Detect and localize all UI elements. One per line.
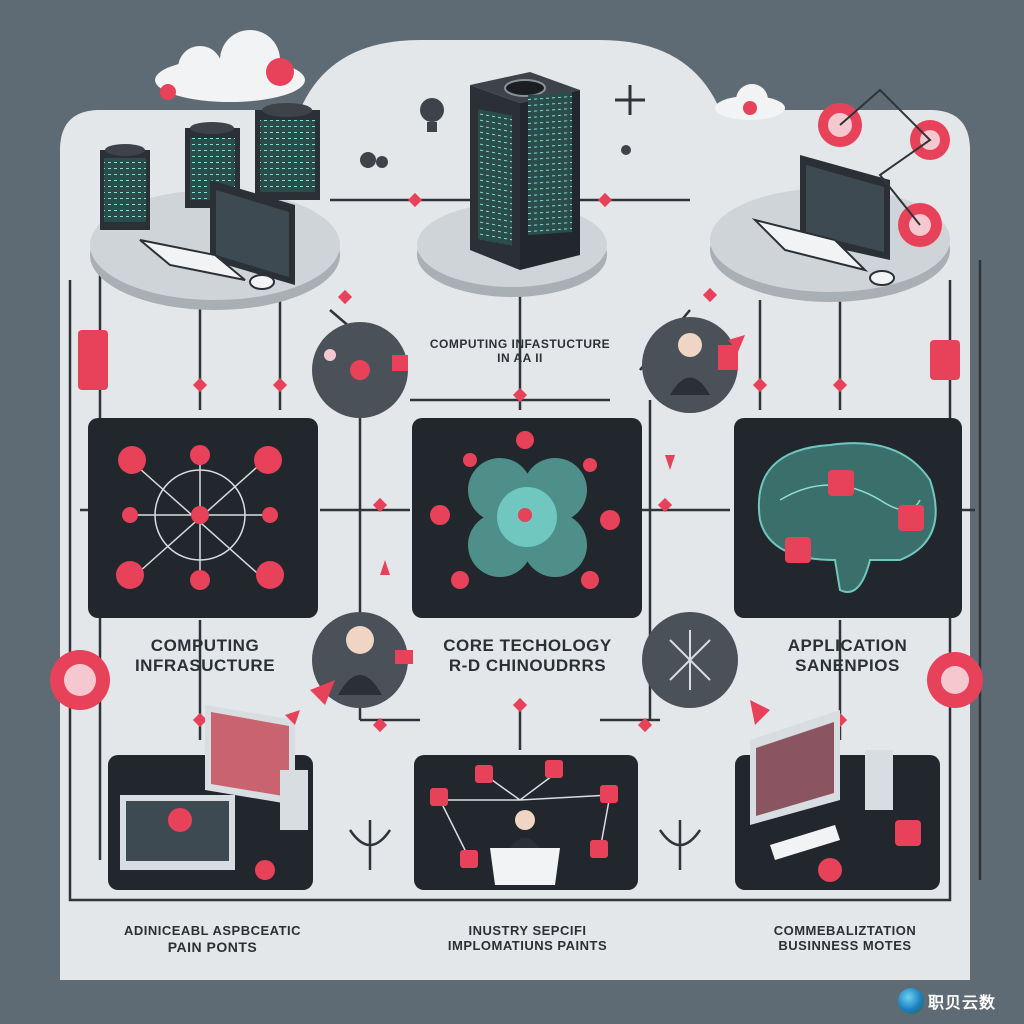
gear-icon bbox=[50, 330, 983, 710]
monitor-icon bbox=[800, 155, 890, 260]
watermark-text: 职贝云数 bbox=[928, 993, 997, 1012]
arrow-markers bbox=[285, 335, 770, 725]
label-bottom-left-line2: PAIN PONTS bbox=[167, 938, 258, 955]
label-commercialization: COMMEBALIZTATION BUSINNESS MOTES bbox=[730, 923, 960, 954]
label-center-line1: CORE TECHOLOGY bbox=[443, 636, 612, 655]
label-left-line1: COMPUTING bbox=[150, 636, 260, 655]
panel-pain-points bbox=[108, 705, 313, 890]
mouse-icon bbox=[869, 270, 895, 286]
label-bottom-left-line1: ADINICEABL ASPBCEATIC bbox=[123, 923, 302, 938]
panel-computing-infrastructure bbox=[88, 418, 318, 618]
desktop-computer-icon bbox=[120, 705, 308, 880]
panel-core-technology bbox=[412, 418, 642, 618]
label-right-line1: APPLICATION bbox=[787, 636, 908, 655]
label-right-line2: SANENPIOS bbox=[795, 655, 900, 675]
platform-left bbox=[90, 103, 340, 310]
label-computing-infrastructure: COMPUTING INFRASUCTURE bbox=[95, 636, 315, 675]
cloud-icon bbox=[155, 30, 305, 102]
person-icon bbox=[312, 612, 413, 708]
label-core-technology: CORE TECHOLOGY R-D CHINOUDRRS bbox=[410, 636, 645, 675]
lightbulb-icon bbox=[420, 98, 444, 132]
label-implementation: INUSTRY SEPCIFI IMPLOMATIUNS PAINTS bbox=[410, 923, 645, 954]
panel-implementation bbox=[414, 755, 638, 890]
plus-icon bbox=[615, 85, 645, 115]
label-bottom-right-line1: COMMEBALIZTATION bbox=[773, 923, 917, 938]
label-application-scenarios: APPLICATION SANENPIOS bbox=[735, 636, 960, 675]
cloud-icon bbox=[715, 84, 785, 120]
panel-commercialization bbox=[735, 710, 940, 890]
person-icon bbox=[642, 317, 738, 413]
panel-application-scenarios bbox=[734, 418, 962, 618]
label-bottom-center-line1: INUSTRY SEPCIFI bbox=[468, 923, 587, 938]
label-left-line2: INFRASUCTURE bbox=[134, 655, 276, 675]
network-graph-icon bbox=[312, 322, 408, 418]
center-caption-line2: IN AA II bbox=[497, 350, 543, 365]
center-caption-line1: COMPUTING INFASTUCTURE bbox=[429, 337, 611, 351]
platform-center bbox=[417, 72, 607, 297]
server-rack-icon bbox=[470, 72, 580, 270]
center-caption: COMPUTING INFASTUCTURE IN AA II bbox=[405, 337, 635, 366]
mouse-icon bbox=[249, 274, 275, 290]
monitor-icon bbox=[210, 180, 295, 285]
keyboard-icon bbox=[139, 239, 246, 281]
server-rack-icon bbox=[100, 103, 320, 230]
platform-right bbox=[710, 88, 950, 302]
label-bottom-center-line2: IMPLOMATIUNS PAINTS bbox=[447, 937, 608, 953]
watermark: 职贝云数 bbox=[898, 985, 1020, 1017]
person-icon bbox=[490, 810, 560, 885]
label-pain-points: ADINICEABL ASPBCEATIC PAIN PONTS bbox=[100, 923, 325, 955]
gear-icon bbox=[818, 88, 950, 247]
decor-dots bbox=[360, 145, 631, 168]
label-center-line2: R-D CHINOUDRRS bbox=[448, 655, 607, 675]
keyboard-icon bbox=[751, 218, 869, 272]
chip-mesh-icon bbox=[642, 612, 738, 708]
desktop-computer-icon bbox=[750, 710, 921, 882]
watermark-logo-icon bbox=[898, 988, 924, 1014]
brain-icon bbox=[757, 442, 937, 593]
label-bottom-right-line2: BUSINNESS MOTES bbox=[778, 937, 912, 953]
connector-markers bbox=[192, 192, 848, 733]
